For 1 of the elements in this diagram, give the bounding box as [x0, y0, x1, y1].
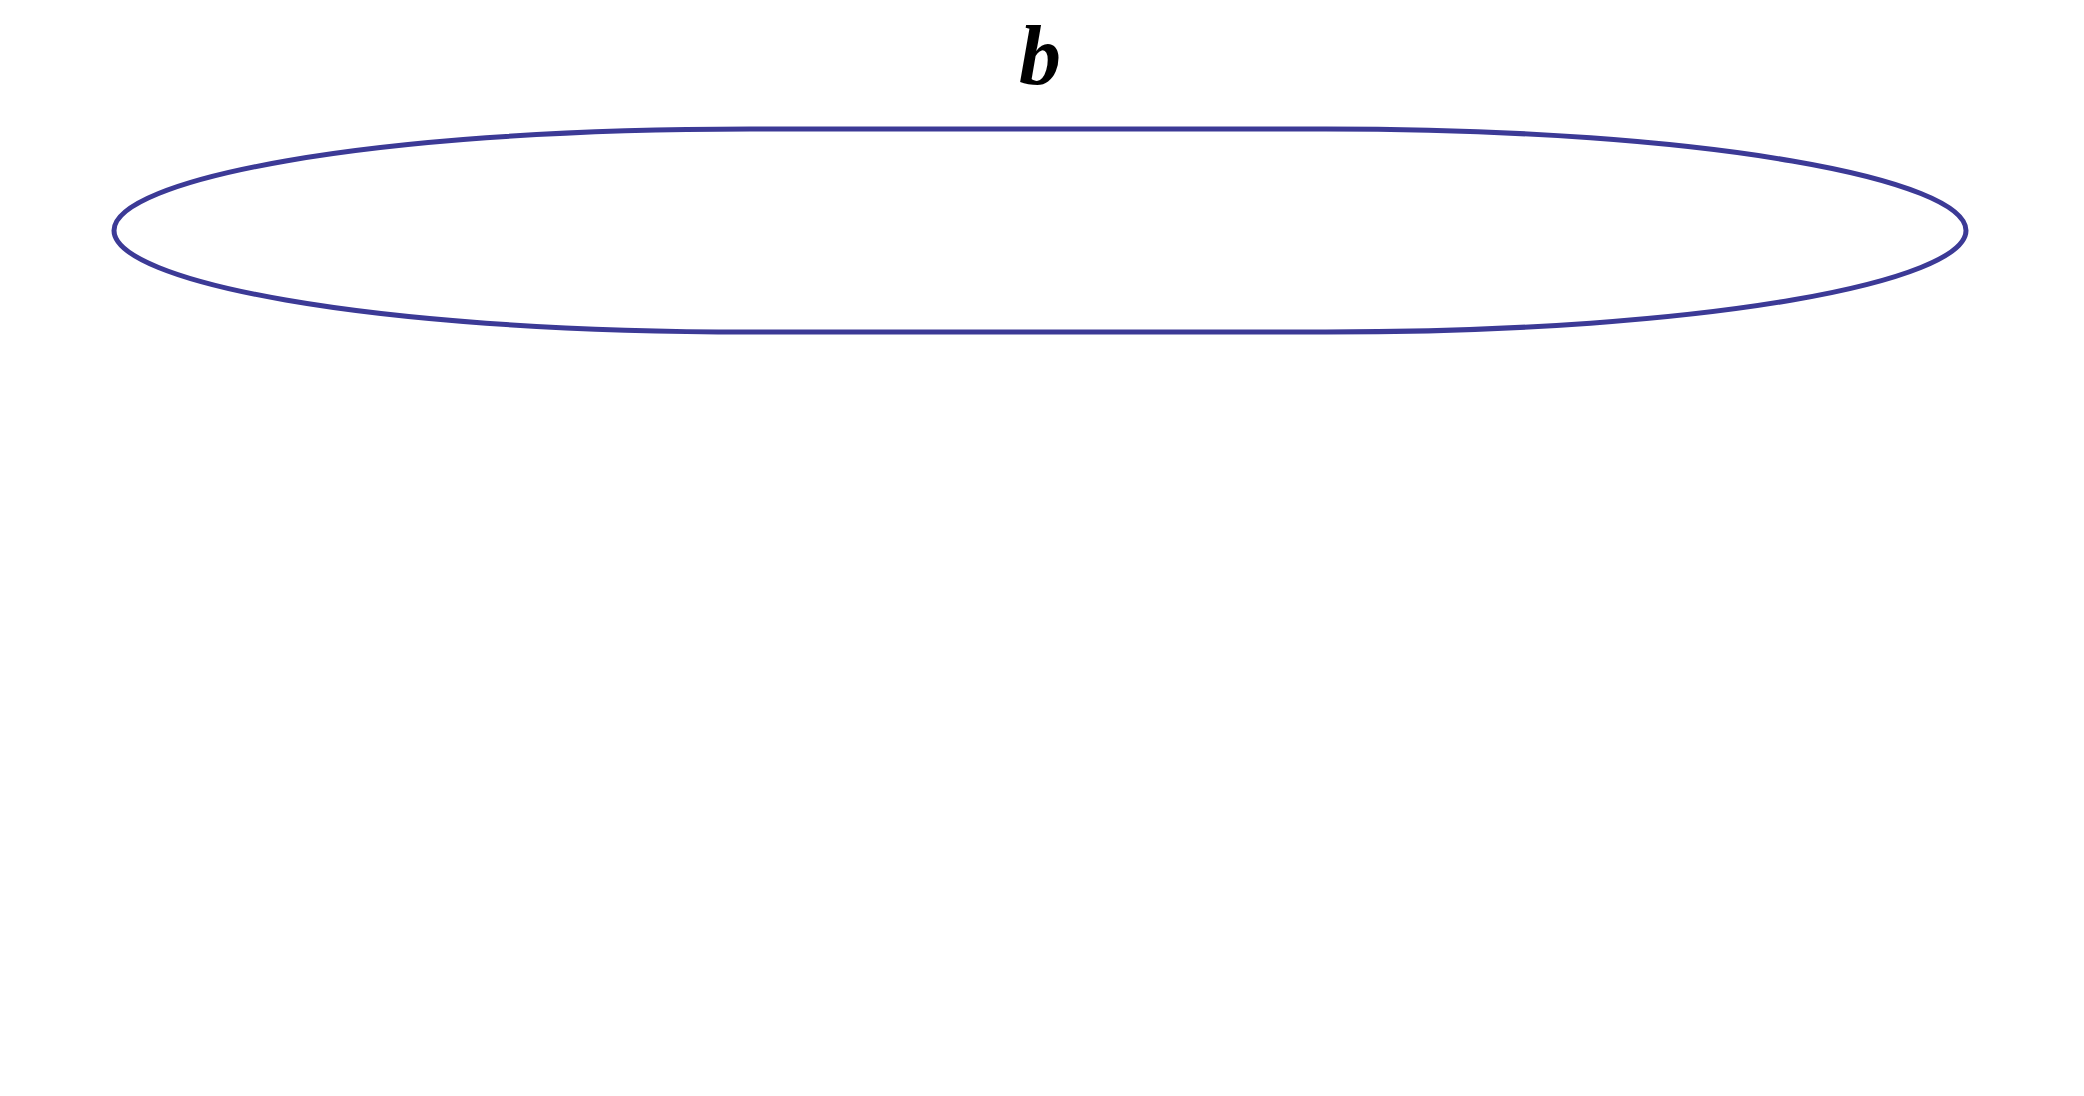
set-label: b: [1019, 14, 1061, 98]
